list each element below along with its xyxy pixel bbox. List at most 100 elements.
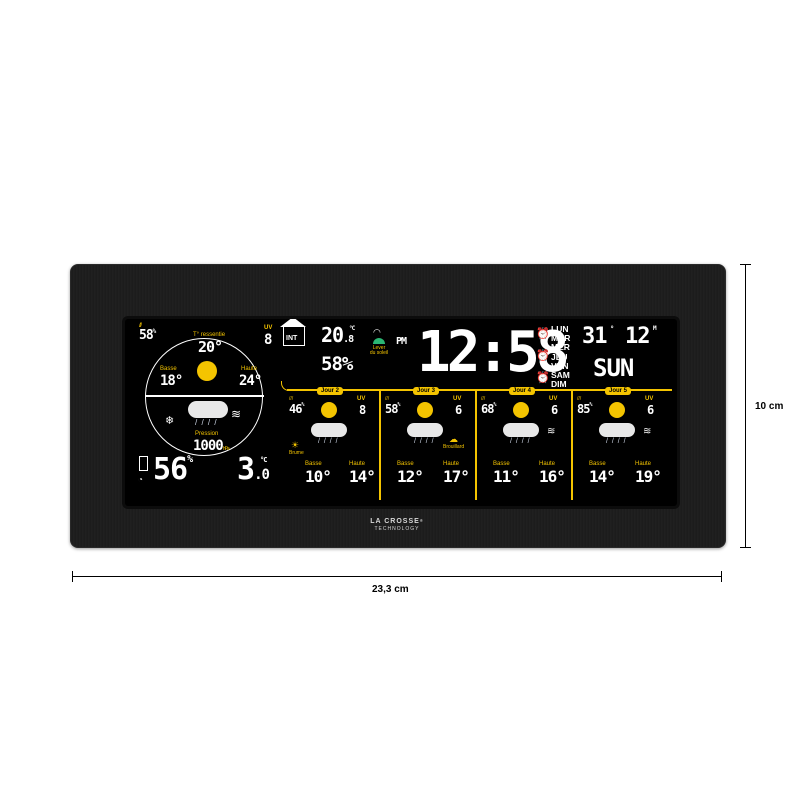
indoor-temp-unit: °C <box>349 325 355 332</box>
indoor-home-icon <box>283 327 305 346</box>
humidity-icon: /// <box>289 396 294 402</box>
height-tick-bottom <box>740 547 751 548</box>
forecast-separator <box>379 390 381 500</box>
outdoor-temp-unit: °C <box>260 456 268 464</box>
forecast-day-4-low-label: Basse <box>493 461 510 467</box>
forecast-day-3-low-label: Basse <box>397 461 414 467</box>
brand-logo: LA CROSSE® TECHNOLOGY <box>362 518 432 532</box>
width-tick-left <box>72 571 73 582</box>
forecast-day-3-hum: 58% <box>385 402 400 416</box>
outdoor-temp: 3.0 <box>237 452 270 487</box>
forecast-day-5-uv-label: UV <box>645 396 654 402</box>
forecast-divider <box>287 389 672 391</box>
snowflake-icon: ❄ <box>165 415 175 427</box>
indoor-humidity: 58% <box>321 353 353 375</box>
date-day-sep: ° <box>610 325 614 333</box>
height-tick-top <box>740 264 751 265</box>
storm-cloud-icon <box>599 423 635 437</box>
forecast-day-4-pill: Jour 4 <box>509 387 536 395</box>
wind-icon: ≋ <box>231 407 242 421</box>
forecast-day-5-uv: 6 <box>647 403 654 417</box>
humidity-top-left: /// 58% <box>139 323 156 343</box>
forecast-day-2-high-label: Haute <box>349 461 366 467</box>
forecast-day-4-uv: 6 <box>551 403 558 417</box>
weekday-mar: MAR <box>551 333 571 344</box>
date-month: 12 <box>625 324 650 349</box>
weekday-lun: LUN <box>551 324 569 334</box>
forecast-day-2-hum: 46% <box>289 402 304 416</box>
outdoor-humidity: 56% <box>153 452 193 487</box>
forecast-day-5-high: 19° <box>635 467 662 486</box>
circle-divider <box>145 395 264 397</box>
high-label: Haute <box>241 366 258 372</box>
weekday-mer: MER <box>551 342 570 353</box>
high-value: 24° <box>239 373 262 389</box>
pressure-label: Pression <box>195 431 219 437</box>
weekday-dim: DIM <box>551 379 567 390</box>
low-label: Basse <box>160 366 177 372</box>
wind-icon: ≋ <box>547 426 556 437</box>
forecast-day-2-high: 14° <box>349 467 376 486</box>
forecast-day-2-low-label: Basse <box>305 461 322 467</box>
forecast-day-4-high: 16° <box>539 467 566 486</box>
forecast-day-5: Jour 5 /// 85% UV 6 / / / / ≋ Basse 14° … <box>573 387 671 500</box>
forecast-day-2: Jour 2 /// 46% UV 8 / / / / ☀ Brume Bass… <box>285 387 377 500</box>
alarm-icon-1: ⏰ <box>536 328 550 340</box>
forecast-day-3-uv-label: UV <box>453 396 462 402</box>
brand-subtitle: TECHNOLOGY <box>374 526 420 532</box>
forecast-day-3-low: 12° <box>397 467 424 486</box>
weekday-sam: SAM <box>551 370 570 381</box>
forecast-day-3-pill: Jour 3 <box>413 387 440 395</box>
sun-icon <box>513 402 529 418</box>
mist-icon: ☀ <box>291 440 300 450</box>
ampm-indicator: PM <box>396 336 407 347</box>
height-label: 10 cm <box>755 401 784 412</box>
low-value: 18° <box>160 373 183 389</box>
rain-icon: / / / / <box>195 418 218 427</box>
forecast-day-3-uv: 6 <box>455 403 462 417</box>
sunrise-icon <box>373 338 385 344</box>
forecast-day-2-pill: Jour 2 <box>317 387 344 395</box>
feels-like-label: T° ressentie <box>193 332 226 338</box>
forecast-day-4-high-label: Haute <box>539 461 556 467</box>
fog-icon: ☁ <box>449 434 458 444</box>
storm-cloud-icon <box>407 423 443 437</box>
lcd-screen: /// 58% T° ressentie 20° UV 8 Basse 18° … <box>125 319 677 506</box>
forecast-day-5-pill: Jour 5 <box>605 387 632 395</box>
indoor-label: INT <box>286 335 298 342</box>
forecast-day-5-high-label: Haute <box>635 461 652 467</box>
forecast-day-3-high-label: Haute <box>443 461 460 467</box>
alarm-icon-3: ⏰ <box>536 372 550 384</box>
forecast-day-4-hum: 68% <box>481 402 496 416</box>
forecast-day-3-extra: Brouillard <box>443 444 465 450</box>
date-day: 31 <box>582 324 607 349</box>
weekday-list: LUN MAR MER JEU VEN SAM DIM <box>551 324 571 390</box>
forecast-day-2-uv-label: UV <box>357 396 366 402</box>
wind-icon: ≋ <box>643 426 652 437</box>
storm-cloud-icon <box>188 401 228 418</box>
indoor-roof <box>280 319 306 327</box>
forecast-day-4: Jour 4 /// 68% UV 6 / / / / ≋ Basse 11° … <box>477 387 569 500</box>
humidity-icon: /// <box>385 396 390 402</box>
date-month-sep: M <box>653 325 657 332</box>
humidity-icon: /// <box>577 396 582 402</box>
radio-signal-icon: ◠ <box>373 327 381 337</box>
width-tick-right <box>721 571 722 582</box>
weekday-en: SUN <box>593 354 634 382</box>
forecast-day-5-low-label: Basse <box>589 461 606 467</box>
brand-reg: ® <box>419 518 424 523</box>
forecast-day-3: Jour 3 /// 58% UV 6 / / / / ☁ Brouillard… <box>381 387 473 500</box>
uv-label: UV <box>264 325 273 331</box>
forecast-day-5-hum: 85% <box>577 402 592 416</box>
clock-time: 12:58 <box>417 320 570 385</box>
weekday-ven: VEN <box>551 360 569 371</box>
rain-icon: / / / / <box>606 438 627 445</box>
alarm-icon-2: ⏰ <box>536 350 550 362</box>
sun-icon <box>197 361 217 381</box>
pressure-value: 1000hPa <box>193 438 230 454</box>
width-label: 23,3 cm <box>372 584 409 595</box>
rain-icon: / / / / <box>414 438 435 445</box>
weather-circle <box>145 338 263 456</box>
storm-cloud-icon <box>503 423 539 437</box>
